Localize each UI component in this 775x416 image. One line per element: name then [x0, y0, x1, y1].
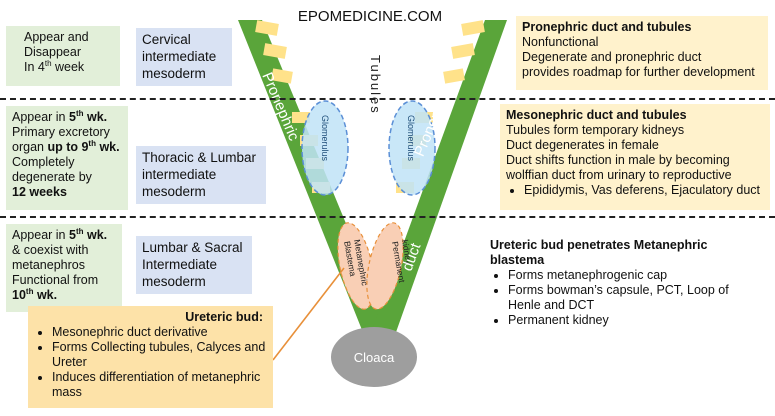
kidney-word: kidney — [400, 239, 414, 266]
pronephric-info-line: Nonfunctional — [522, 35, 599, 49]
section-divider-2 — [0, 216, 775, 218]
ureteric-bud-title: Ureteric bud: — [185, 310, 263, 324]
timing-line: Completely — [12, 155, 75, 169]
permanent-kidney — [366, 222, 404, 310]
right-glomerulus — [388, 100, 436, 196]
pronephric-info-line: Degenerate and pronephric duct — [522, 50, 702, 64]
pronephric-info-line: provides roadmap for further development — [522, 65, 755, 79]
cervical-tubules — [255, 20, 485, 84]
ureteric-bud-box: Ureteric bud: Mesonephric duct derivativ… — [28, 306, 273, 408]
mesonephric-info-bullets: Epididymis, Vas deferens, Ejaculatory du… — [506, 183, 764, 198]
timing-line: Primary excretory — [12, 125, 110, 139]
metanephric-info-title: Ureteric bud penetrates Metanephric blas… — [490, 238, 708, 267]
mesonephric-info-line: Duct degenerates in female — [506, 138, 659, 152]
ureteric-bud-bullet: Induces differentiation of metanephric m… — [52, 370, 267, 400]
timing-line: Appear in 5th wk. — [12, 108, 108, 124]
mesonephric-info-bullet: Epididymis, Vas deferens, Ejaculatory du… — [524, 183, 764, 198]
cloaca-label: Cloaca — [354, 350, 395, 365]
pronephric-info-box: Pronephric duct and tubules Nonfunctiona… — [516, 16, 768, 90]
timing-line: In 4th week — [24, 58, 85, 74]
glomerulus-label-left: Glomerulus — [320, 115, 330, 162]
section-divider-1 — [0, 98, 775, 100]
permanent-kidney-label: Permanent kidney — [390, 239, 417, 286]
timing-line: Functional from — [12, 273, 99, 287]
mesonephric-info-line: Duct shifts function in male by becoming — [506, 153, 730, 167]
ureteric-bud-bullet: Mesonephric duct derivative — [52, 325, 267, 340]
metanephric-info-bullet: Forms bowman’s capsule, PCT, Loop of Hen… — [508, 283, 762, 313]
mesoderm-box-thoracic-lumbar: Thoracic & Lumbar intermediate mesoderm — [136, 146, 266, 204]
timing-line: & coexist with — [12, 243, 89, 257]
ureteric-bud-pointer — [272, 267, 345, 361]
left-glomerulus — [301, 100, 349, 196]
timing-line: organ up to 9th wk. — [12, 138, 120, 154]
mesonephric-info-box: Mesonephric duct and tubules Tubules for… — [500, 104, 770, 210]
ureteric-bud-bullets: Mesonephric duct derivative Forms Collec… — [34, 325, 267, 400]
metanephric-info-bullet: Forms metanephrogenic cap — [508, 268, 762, 283]
pronephric-info-title: Pronephric duct and tubules — [522, 20, 692, 34]
cloaca — [331, 327, 417, 387]
metanephric-info-bullets: Forms metanephrogenic cap Forms bowman’s… — [490, 268, 762, 328]
mesonephric-info-title: Mesonephric duct and tubules — [506, 108, 687, 122]
timing-line: degenerate by — [12, 170, 92, 184]
timing-line: 10th wk. — [12, 286, 58, 302]
site-title: EPOMEDICINE.COM — [297, 8, 443, 25]
timing-line: Appear in 5th wk. — [12, 226, 108, 242]
glomerulus-label-right: Glomerulus — [406, 115, 416, 162]
metanephric-info-bullet: Permanent kidney — [508, 313, 762, 328]
mesoderm-box-lumbar-sacral: Lumbar & Sacral Intermediate mesoderm — [136, 236, 252, 294]
ureteric-bud-bullet: Forms Collecting tubules, Calyces and Ur… — [52, 340, 267, 370]
timing-line: Appear and — [24, 30, 89, 44]
tubules-label: Tubules — [368, 55, 383, 115]
timing-line: 12 weeks — [12, 185, 67, 199]
mesonephric-info-line: Tubules form temporary kidneys — [506, 123, 685, 137]
timing-line: metanephros — [12, 258, 85, 272]
mesonephric-info-line: wolffian duct from urinary to reproducti… — [506, 168, 732, 182]
metanephric-info-box: Ureteric bud penetrates Metanephric blas… — [484, 236, 768, 328]
mesoderm-box-cervical: Cervical intermediate mesoderm — [136, 28, 232, 86]
timing-line: Disappear — [24, 45, 81, 59]
